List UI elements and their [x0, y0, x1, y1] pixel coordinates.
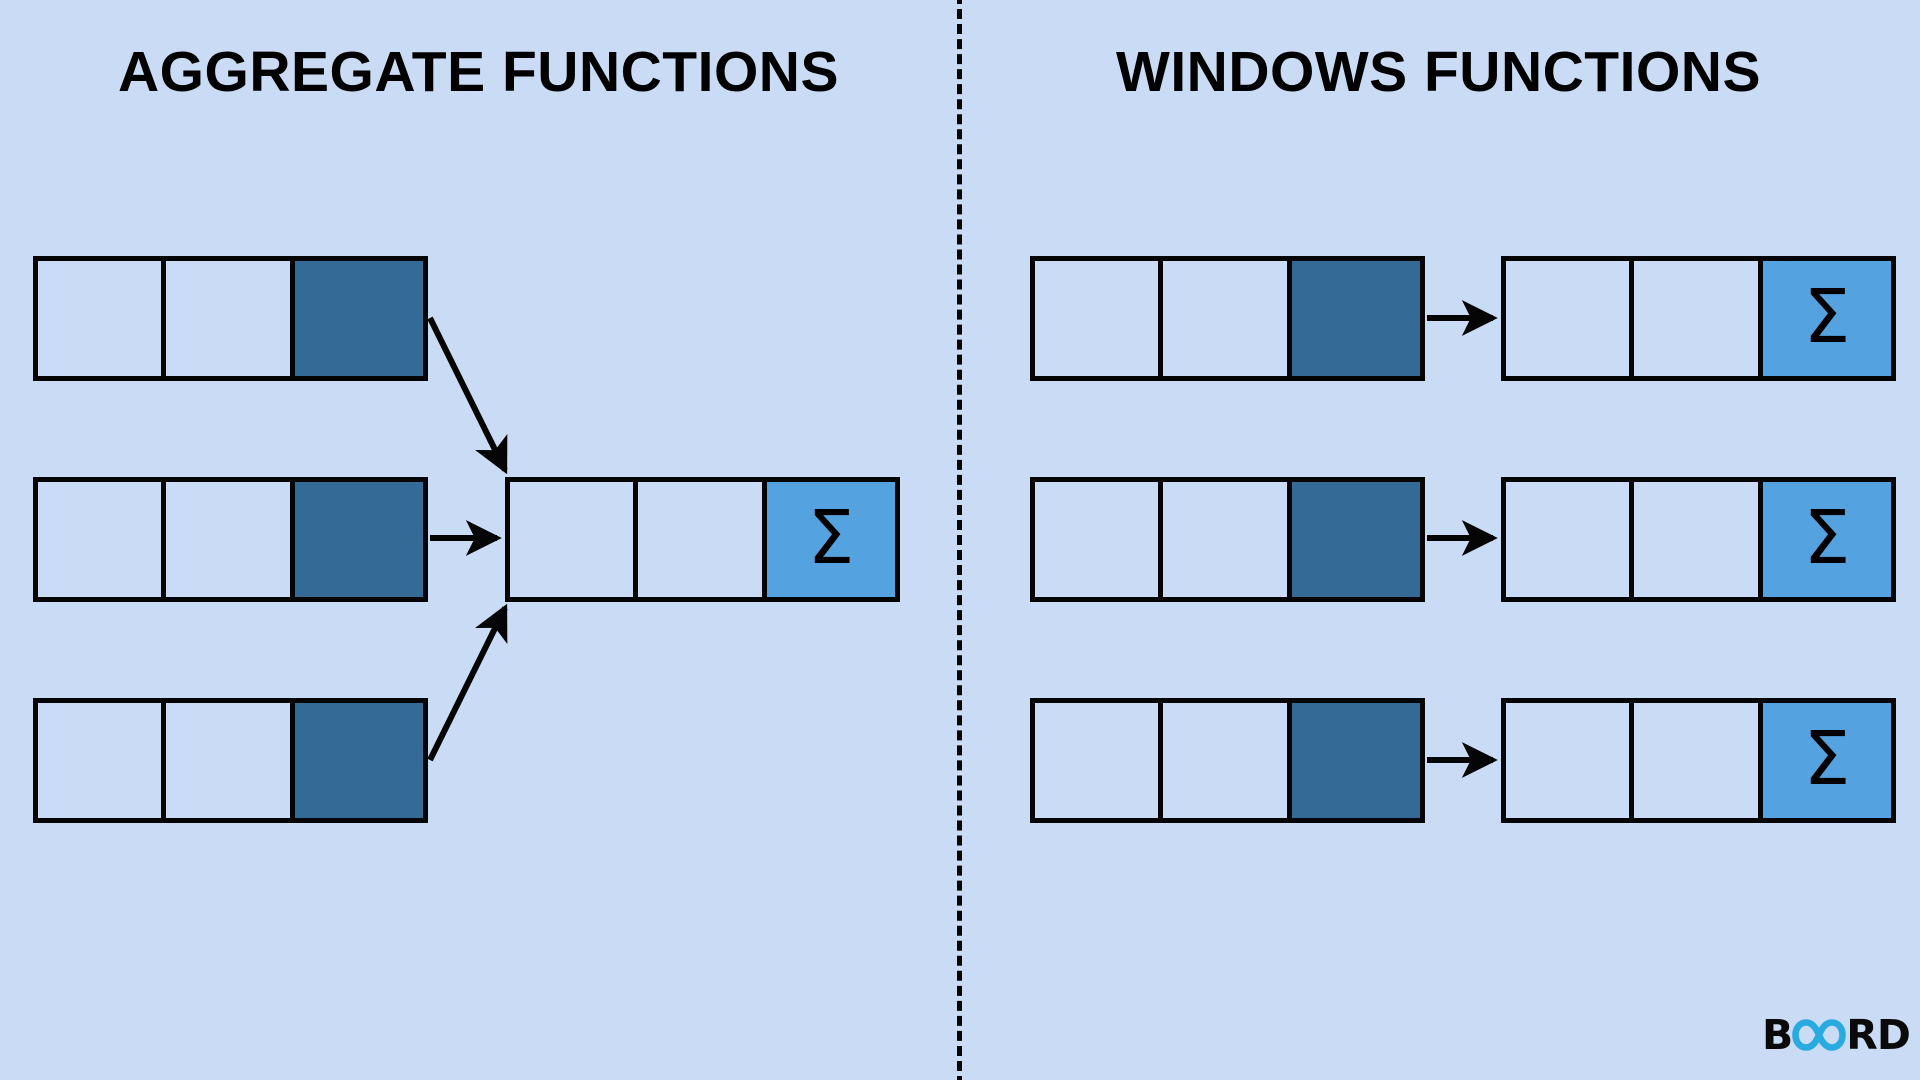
table-row-result: Σ — [1501, 256, 1896, 381]
table-cell — [1035, 703, 1164, 818]
table-row — [33, 477, 428, 602]
table-cell — [166, 703, 295, 818]
table-row-result: Σ — [505, 477, 900, 602]
sigma-icon: Σ — [1803, 273, 1851, 360]
table-cell — [510, 482, 639, 597]
table-cell — [1035, 261, 1164, 376]
sigma-icon: Σ — [1803, 715, 1851, 802]
table-row — [1030, 477, 1425, 602]
table-row — [33, 256, 428, 381]
table-cell — [1506, 482, 1635, 597]
logo-letter-b: B — [1762, 1011, 1793, 1059]
table-cell-highlighted — [1291, 261, 1420, 376]
panel-divider — [957, 0, 962, 1080]
arrow-aggregate-from-row-3 — [427, 603, 508, 762]
table-cell — [38, 482, 167, 597]
table-row — [1030, 256, 1425, 381]
table-cell-sigma: Σ — [1762, 261, 1891, 376]
sigma-icon: Σ — [807, 494, 855, 581]
table-row — [1030, 698, 1425, 823]
table-row — [33, 698, 428, 823]
table-cell — [1506, 261, 1635, 376]
table-cell — [38, 261, 167, 376]
table-cell-sigma: Σ — [1762, 703, 1891, 818]
logo-letters-rd: RD — [1846, 1011, 1911, 1059]
table-cell — [1035, 482, 1164, 597]
table-cell — [1163, 703, 1292, 818]
table-cell — [1163, 482, 1292, 597]
logo-wordmark: B RD — [1762, 1011, 1911, 1059]
table-cell-highlighted — [294, 703, 423, 818]
table-cell-highlighted — [294, 482, 423, 597]
table-cell-sigma: Σ — [766, 482, 895, 597]
table-cell — [166, 482, 295, 597]
table-cell-highlighted — [1291, 703, 1420, 818]
arrow-aggregate-from-row-1 — [427, 316, 508, 475]
table-cell — [38, 703, 167, 818]
panel-title-windows: WINDOWS FUNCTIONS — [1116, 40, 1761, 104]
sigma-icon: Σ — [1803, 494, 1851, 581]
panel-title-aggregate: AGGREGATE FUNCTIONS — [118, 40, 839, 104]
table-cell-highlighted — [294, 261, 423, 376]
table-cell-sigma: Σ — [1762, 482, 1891, 597]
table-cell — [166, 261, 295, 376]
table-cell — [1506, 703, 1635, 818]
table-cell — [1634, 261, 1763, 376]
table-cell — [638, 482, 767, 597]
table-row-result: Σ — [1501, 477, 1896, 602]
table-cell — [1634, 482, 1763, 597]
table-cell — [1634, 703, 1763, 818]
table-row-result: Σ — [1501, 698, 1896, 823]
table-cell-highlighted — [1291, 482, 1420, 597]
board-logo[interactable]: B RD — [1762, 1011, 1911, 1059]
table-cell — [1163, 261, 1292, 376]
infinity-icon — [1792, 1015, 1847, 1055]
